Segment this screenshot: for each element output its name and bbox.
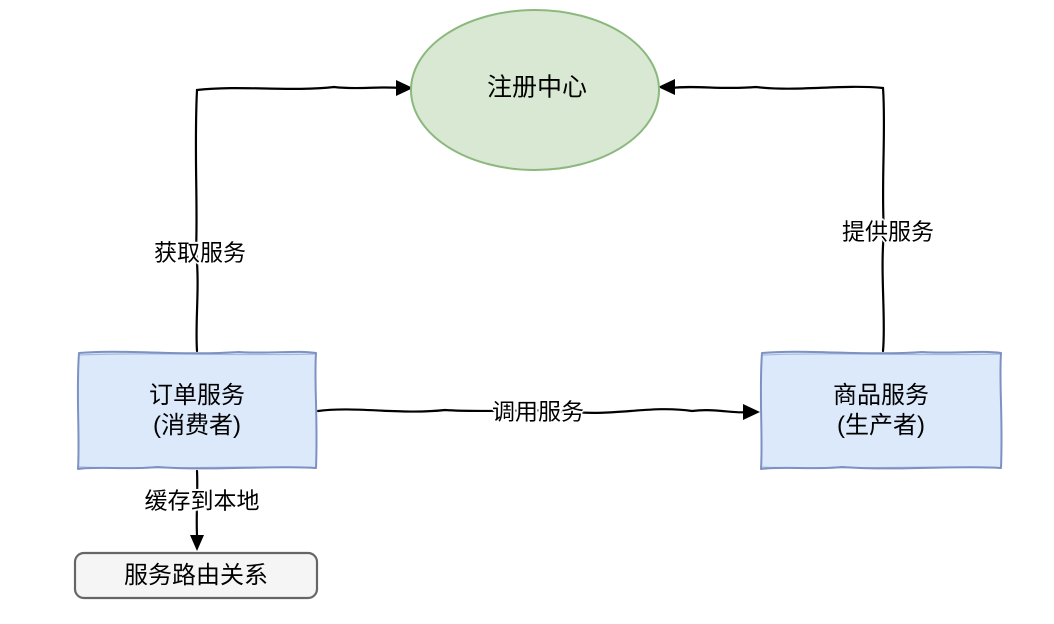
node-order-label-line1: 订单服务 <box>149 382 245 409</box>
node-order-label: 订单服务 (消费者) <box>149 381 245 441</box>
arrowhead-right-icon <box>396 80 413 96</box>
node-registry-shape <box>410 9 660 171</box>
arrowhead-right-icon <box>743 404 760 420</box>
edge-label-get-service: 获取服务 <box>154 239 246 266</box>
edge-cache-local <box>190 469 204 551</box>
edge-label-call-service: 调用服务 <box>492 398 584 425</box>
node-product-label-line2: (生产者) <box>837 412 925 439</box>
node-product-shape <box>759 350 1003 470</box>
node-routing-shape <box>73 551 319 600</box>
edge-provide-service <box>658 79 886 353</box>
node-order-shape <box>76 350 318 470</box>
edge-label-cache-local: 缓存到本地 <box>144 487 260 514</box>
node-product-label-line1: 商品服务 <box>833 382 929 409</box>
arrowhead-left-icon <box>658 79 675 95</box>
node-order-label-line2: (消费者) <box>153 412 241 439</box>
edge-label-provide-service: 提供服务 <box>842 218 934 245</box>
edge-get-service <box>194 80 413 353</box>
arrowhead-down-icon <box>190 535 204 551</box>
node-routing-label: 服务路由关系 <box>124 562 268 589</box>
node-registry-label: 注册中心 <box>486 73 588 102</box>
edge-call-service <box>316 404 760 420</box>
node-product-label: 商品服务 (生产者) <box>833 381 929 441</box>
